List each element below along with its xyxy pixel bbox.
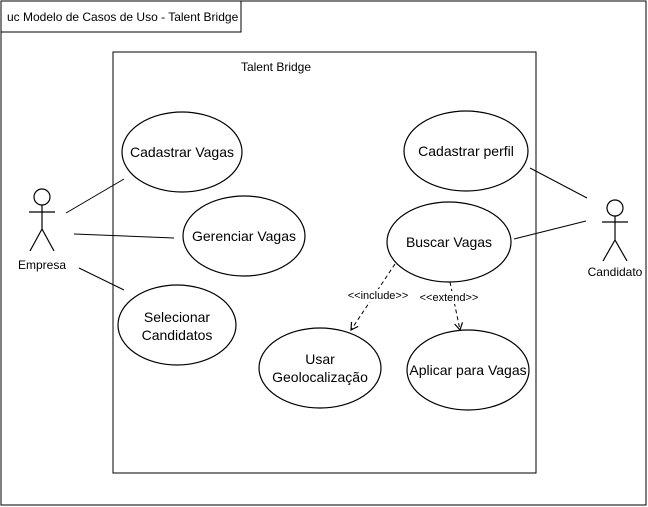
use-case-aplicar-para-vagas-label: Aplicar para Vagas xyxy=(409,362,526,378)
extend-arrow xyxy=(449,281,464,332)
use-case-buscar-vagas-label: Buscar Vagas xyxy=(406,234,492,250)
use-case-selecionar-candidatos-line-2: Candidatos xyxy=(142,327,213,343)
use-case-buscar-vagas: Buscar Vagas xyxy=(386,201,512,283)
actor-candidato-head xyxy=(606,199,624,217)
assoc-candidato-buscar-vagas xyxy=(513,220,587,240)
use-case-usar-geolocalizacao: Usar Geolocalização xyxy=(258,327,382,409)
assoc-empresa-gerenciar-vagas xyxy=(73,233,175,239)
extend-label: <<extend>> xyxy=(420,292,479,304)
use-case-cadastrar-perfil: Cadastrar perfil xyxy=(403,110,529,192)
diagram-title: uc Modelo de Casos de Uso - Talent Bridg… xyxy=(7,10,239,24)
actor-candidato-left-leg xyxy=(602,239,616,262)
use-case-cadastrar-vagas: Cadastrar Vagas xyxy=(121,111,243,193)
use-case-gerenciar-vagas: Gerenciar Vagas xyxy=(182,195,306,277)
use-case-aplicar-para-vagas: Aplicar para Vagas xyxy=(406,329,530,411)
system-boundary xyxy=(112,51,537,474)
assoc-candidato-cadastrar-perfil xyxy=(529,167,588,199)
actor-empresa-head xyxy=(33,188,51,206)
assoc-empresa-cadastrar-vagas xyxy=(65,178,125,214)
use-case-gerenciar-vagas-label: Gerenciar Vagas xyxy=(192,228,296,244)
assoc-empresa-selecionar-candidatos xyxy=(78,267,125,291)
actor-empresa-right-leg xyxy=(41,228,55,252)
actor-empresa xyxy=(29,188,55,252)
use-case-cadastrar-vagas-label: Cadastrar Vagas xyxy=(130,144,234,160)
include-label: <<include>> xyxy=(348,290,409,302)
actor-empresa-left-leg xyxy=(29,228,43,252)
actor-candidato xyxy=(602,199,628,262)
actor-empresa-label: Empresa xyxy=(18,258,66,272)
use-case-usar-geolocalizacao-line-2: Geolocalização xyxy=(272,369,368,385)
actor-candidato-label: Candidato xyxy=(588,265,643,279)
include-label-bg xyxy=(344,289,412,302)
use-case-selecionar-candidatos: Selecionar Candidatos xyxy=(117,284,237,366)
actor-candidato-right-leg xyxy=(614,239,628,262)
use-case-usar-geolocalizacao-line-1: Usar xyxy=(305,351,335,367)
include-arrow xyxy=(350,263,396,332)
use-case-selecionar-candidatos-line-1: Selecionar xyxy=(144,309,210,325)
diagram-title-tab xyxy=(0,0,242,33)
use-case-cadastrar-perfil-label: Cadastrar perfil xyxy=(418,143,514,159)
system-boundary-label: Talent Bridge xyxy=(241,60,311,74)
extend-label-bg xyxy=(418,291,480,304)
